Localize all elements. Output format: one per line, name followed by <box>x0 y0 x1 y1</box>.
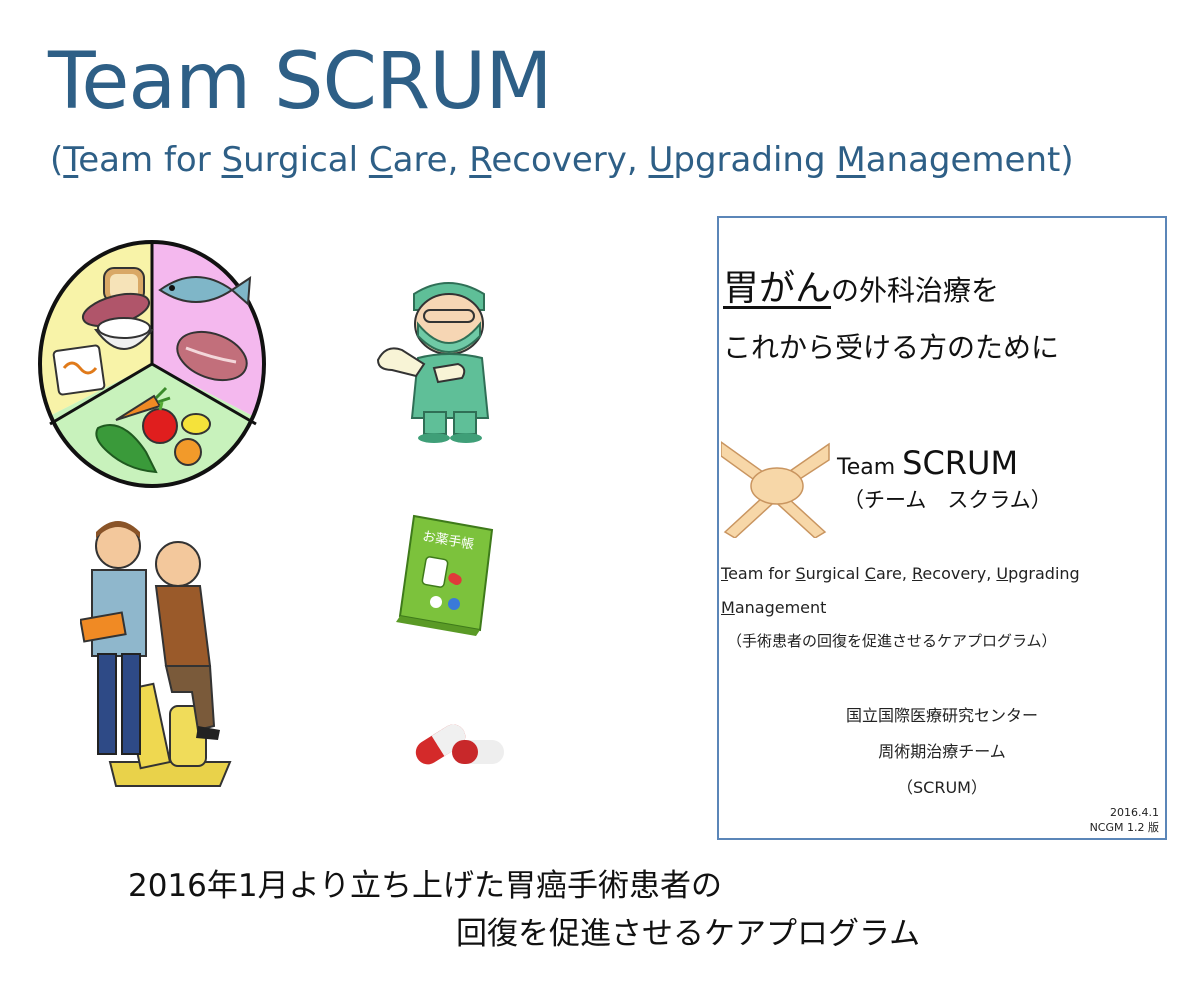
brochure-team-prefix: Team <box>837 455 903 480</box>
brochure-team-scrum: SCRUM <box>902 444 1019 482</box>
brochure-english-part: pgrading <box>1008 564 1080 583</box>
brochure-english-part: ecovery, <box>922 564 997 583</box>
page-subtitle: (Team for Surgical Care, Recovery, Upgra… <box>50 140 1074 181</box>
subtitle-part: ecovery, <box>491 140 649 180</box>
brochure-team-dept: 周術期治療チーム <box>878 742 1006 761</box>
brochure-description: （手術患者の回復を促進させるケアプログラム） <box>727 632 1057 650</box>
subtitle-part: R <box>469 140 492 180</box>
subtitle-part: eam for <box>78 140 222 180</box>
surgeon-icon <box>376 282 490 443</box>
brochure-heading-rest: の外科治療を <box>831 274 1000 307</box>
subtitle-part: M <box>836 140 866 180</box>
brochure-english-part: S <box>795 564 806 583</box>
capsule-icon <box>415 724 504 765</box>
rehab-exercise-icon <box>80 521 232 787</box>
brochure-team-name: Team SCRUM <box>837 444 1018 482</box>
subtitle-part: ( <box>50 140 64 180</box>
brochure-panel: 胃がんの外科治療を これから受ける方のために Team SCRUM （チーム ス… <box>717 216 1167 840</box>
brochure-english-part: T <box>721 564 729 583</box>
brochure-team-kana: （チーム スクラム） <box>843 488 1052 512</box>
team-hands-icon <box>721 441 830 538</box>
subtitle-part: urgical <box>243 140 369 180</box>
subtitle-part: C <box>368 140 393 180</box>
brochure-heading: 胃がんの外科治療を <box>723 266 999 313</box>
page-title: Team SCRUM <box>48 37 553 127</box>
brochure-date: 2016.4.1 <box>1110 806 1159 819</box>
subtitle-part: T <box>63 140 79 180</box>
brochure-english-part: eam for <box>728 564 796 583</box>
medicine-notebook-icon: お薬手帳 <box>396 514 494 636</box>
subtitle-part: pgrading <box>673 140 837 180</box>
subtitle-part: U <box>648 140 674 180</box>
brochure-english-part: are, <box>875 564 913 583</box>
subtitle-part: anagement) <box>865 140 1074 180</box>
brochure-english-part: R <box>912 564 923 583</box>
footer-line2: 回復を促進させるケアプログラム <box>456 916 921 952</box>
food-plate-icon <box>38 240 266 488</box>
brochure-english-part: M <box>721 598 735 617</box>
subtitle-part: S <box>221 140 244 180</box>
brochure-org-name: 国立国際医療研究センター <box>845 706 1038 725</box>
brochure-team-abbrev: （SCRUM） <box>897 778 987 797</box>
brochure-heading-main: 胃がん <box>723 268 832 309</box>
brochure-heading-line2: これから受ける方のために <box>723 331 1060 364</box>
brochure-english-part: urgical <box>805 564 865 583</box>
brochure-version: NCGM 1.2 版 <box>1089 821 1159 834</box>
footer-line1: 2016年1月より立ち上げた胃癌手術患者の <box>128 868 722 904</box>
brochure-english-part: U <box>996 564 1009 583</box>
brochure-english-part: anagement <box>734 598 827 617</box>
subtitle-part: are, <box>392 140 470 180</box>
brochure-english-part: C <box>864 564 876 583</box>
brochure-english-line1: Team for Surgical Care, Recovery, Upgrad… <box>721 564 1080 585</box>
brochure-english-line2: Management <box>721 598 826 619</box>
